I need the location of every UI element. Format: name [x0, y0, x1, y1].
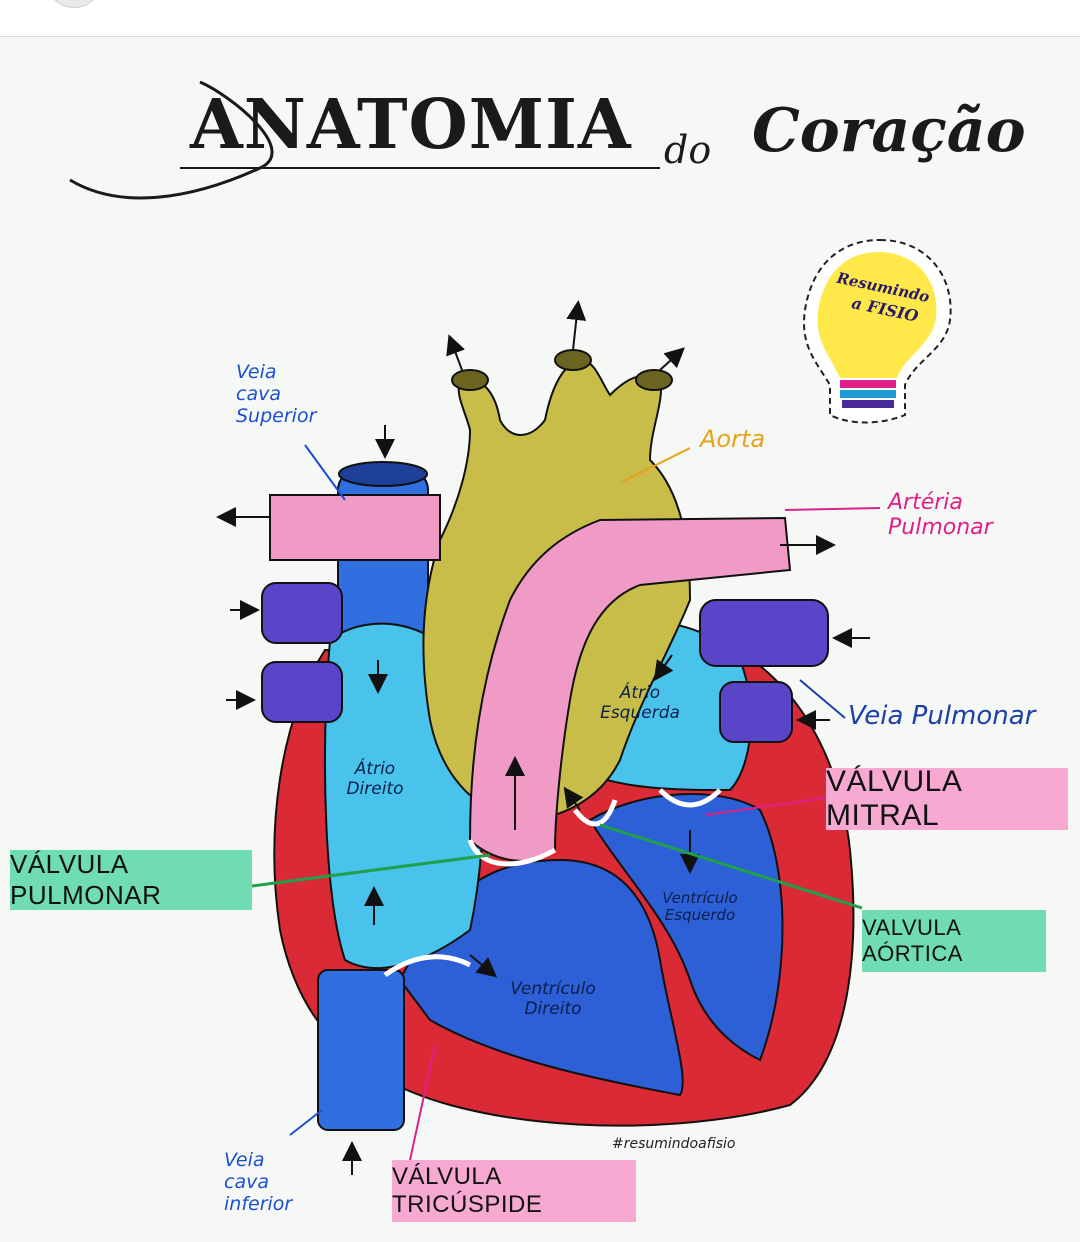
title-connector: do [664, 128, 712, 172]
pulmonary-vein-left-2 [261, 661, 343, 723]
tricuspid-valve [383, 954, 472, 978]
lightbulb-badge-icon [803, 238, 952, 424]
label-ventriculo-esquerdo: Ventrículo Esquerdo [662, 889, 738, 925]
tag-valvula-tricuspide: VÁLVULA TRICÚSPIDE [392, 1160, 636, 1222]
inferior-vena-cava [317, 969, 405, 1131]
pulmonary-vein-right-2 [719, 681, 793, 743]
title-script: Coração [752, 96, 1026, 166]
pulmonary-vein-right-1 [699, 599, 829, 667]
tag-valvula-mitral: VÁLVULA MITRAL [826, 765, 1068, 832]
label-veia-cava-superior: Veia cava Superior [236, 361, 317, 427]
title-main: ANATOMIA [190, 85, 632, 165]
label-ventriculo-direito: Ventrículo Direito [510, 979, 596, 1019]
tag-valvula-pulmonar: VÁLVULA PULMONAR [10, 849, 252, 910]
app-top-bar [0, 0, 1080, 37]
label-veia-cava-inferior: Veia cava inferior [224, 1149, 293, 1215]
label-veia-pulmonar: Veia Pulmonar [848, 701, 1036, 731]
blood-flow-arrows [216, 300, 870, 1175]
hashtag: #resumindoafisio [612, 1136, 736, 1152]
label-atrio-direito: Átrio Direito [346, 759, 404, 799]
aortic-valve [573, 799, 618, 827]
mitral-valve [658, 788, 722, 808]
tag-valvula-aortica: VALVULA AÓRTICA [862, 910, 1046, 972]
label-aorta: Aorta [700, 425, 766, 453]
pulmonary-valve [467, 839, 557, 867]
label-arteria-pulmonar: Artéria Pulmonar [888, 490, 993, 541]
label-atrio-esquerdo: Átrio Esquerda [600, 683, 680, 723]
pulmonary-artery-left-branch [269, 494, 441, 561]
pulmonary-vein-left-1 [261, 582, 343, 644]
